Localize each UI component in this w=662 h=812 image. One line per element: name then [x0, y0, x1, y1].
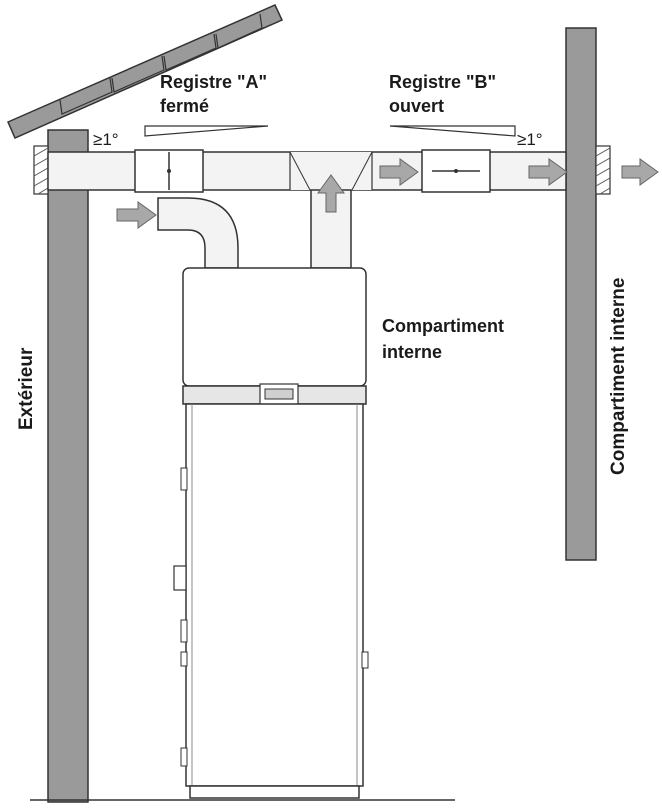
roof — [7, 4, 284, 139]
arrow-exit — [621, 158, 659, 186]
arrow-intake — [116, 201, 157, 229]
intake-elbow — [157, 197, 239, 269]
arrow-up — [317, 174, 345, 213]
damper-a-label-line1: Registre "A" — [160, 72, 267, 92]
damper-a — [134, 149, 204, 193]
outside-vertical-label: Extérieur — [16, 347, 37, 430]
arrow-after-damper-b — [528, 158, 568, 186]
slope-indicator-right — [389, 125, 516, 137]
angle-label-left: ≥1° — [93, 130, 119, 149]
slope-indicator-left — [144, 125, 269, 137]
angle-label-right: ≥1° — [517, 130, 543, 149]
inner-compartment-vertical-label: Compartiment interne — [608, 278, 629, 475]
inner-compartment-label-line2: interne — [382, 342, 442, 362]
wall-hatch-right — [595, 145, 611, 195]
damper-b-label-line1: Registre "B" — [389, 72, 496, 92]
damper-b-label-line2: ouvert — [389, 96, 444, 116]
damper-a-label-line2: fermé — [160, 96, 209, 116]
arrow-to-damper-b — [379, 158, 419, 186]
inner-compartment-label-line1: Compartiment — [382, 316, 504, 336]
wall-hatch-left — [33, 145, 49, 195]
water-heater-unit — [173, 267, 369, 799]
inner-wall — [565, 27, 597, 561]
exterior-wall — [47, 129, 89, 803]
damper-b — [421, 149, 491, 193]
